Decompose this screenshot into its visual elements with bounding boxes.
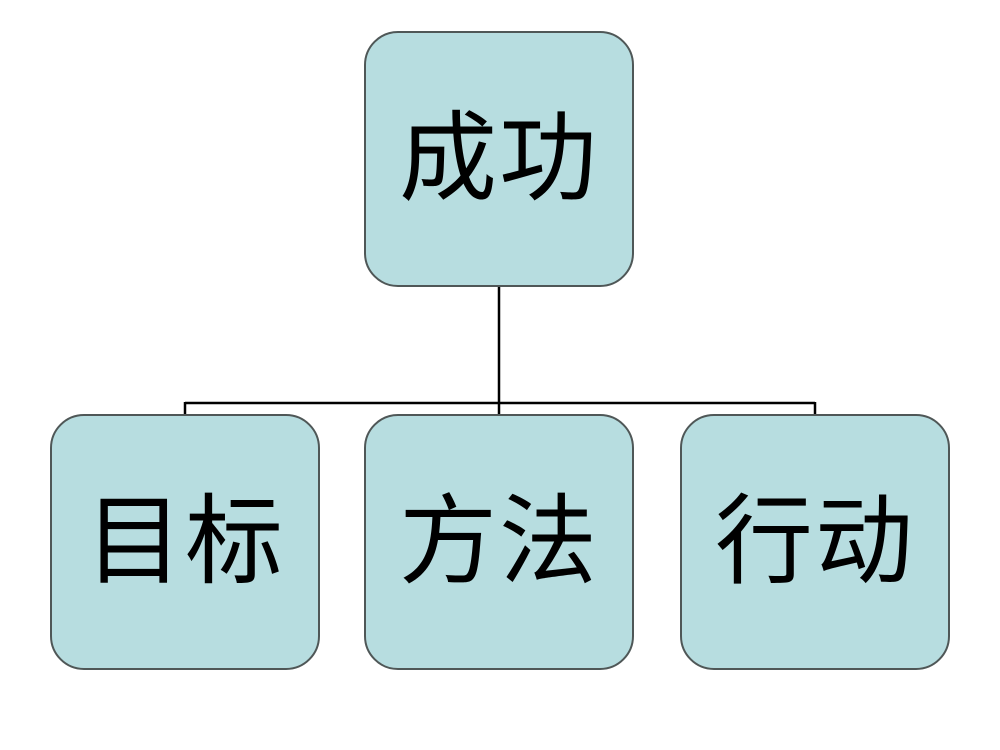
- node-method-label: 方法: [398, 485, 599, 599]
- node-success-label: 成功: [398, 102, 599, 216]
- node-goal-label: 目标: [84, 485, 285, 599]
- node-success: 成功: [364, 31, 634, 287]
- node-action: 行动: [680, 414, 950, 670]
- node-action-label: 行动: [714, 485, 915, 599]
- node-goal: 目标: [50, 414, 320, 670]
- node-method: 方法: [364, 414, 634, 670]
